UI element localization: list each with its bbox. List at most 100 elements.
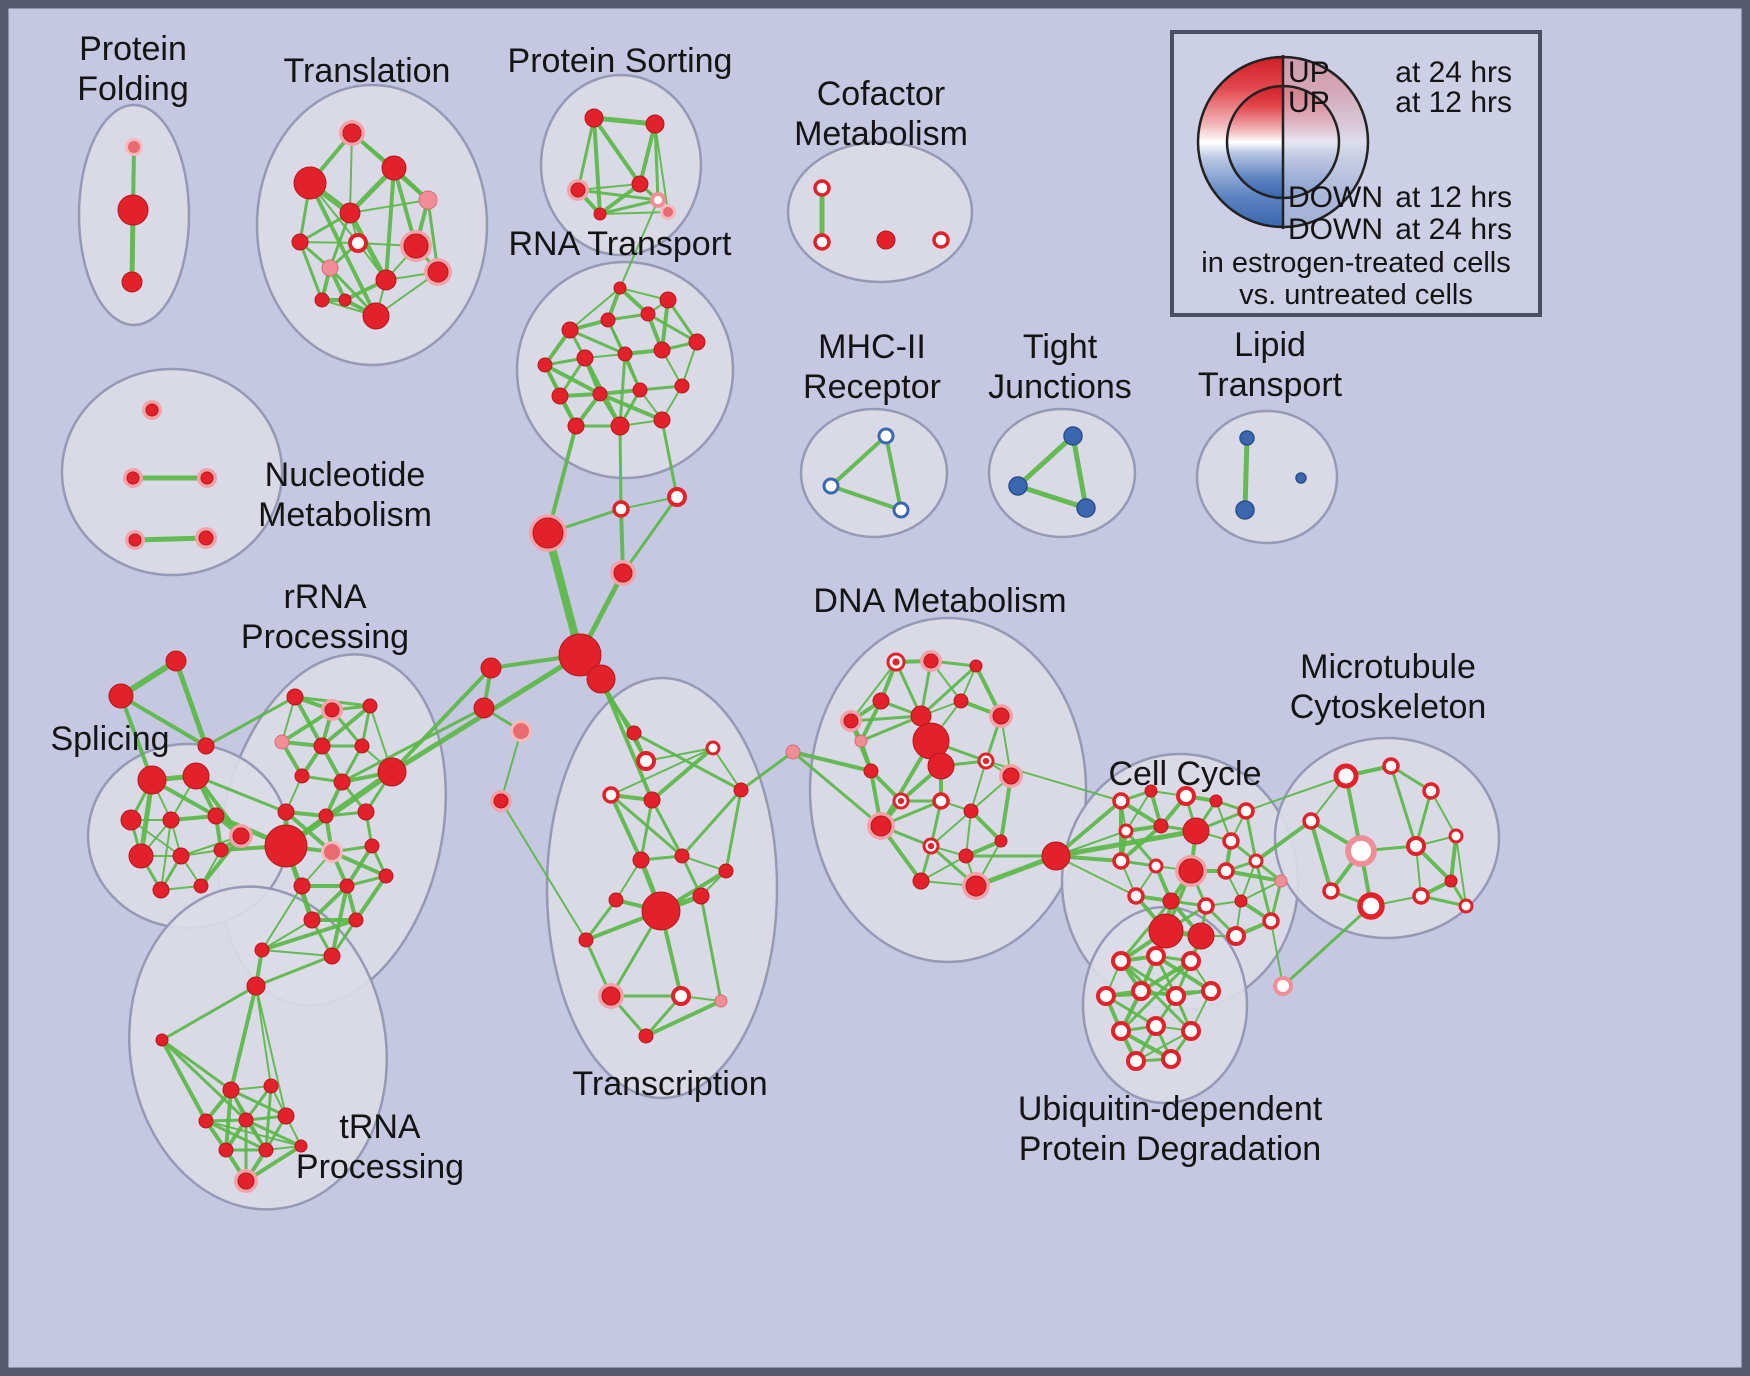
gene-node (969, 659, 983, 673)
gene-node (674, 378, 690, 394)
network-edge (349, 132, 353, 214)
gene-node (640, 306, 656, 322)
network-edge (859, 714, 923, 743)
gene-node (602, 786, 620, 804)
gene-node (863, 763, 879, 779)
network-edge (666, 298, 699, 344)
gene-node (576, 349, 594, 367)
gene-node (321, 259, 339, 277)
gene-node (274, 734, 290, 750)
network-edge (1135, 1030, 1192, 1062)
gene-node (1166, 986, 1186, 1006)
network-edge (354, 874, 388, 922)
gene-node (364, 838, 380, 854)
gene-node (277, 803, 295, 821)
network-edge (598, 198, 660, 216)
gene-node (354, 738, 370, 754)
network-edge (576, 188, 660, 202)
gene-node (592, 386, 608, 402)
network-edge (260, 918, 358, 952)
gene-node (1148, 913, 1184, 949)
network-edge (646, 312, 699, 344)
gene-node (558, 633, 602, 677)
legend-caption-line2: vs. untreated cells (1239, 279, 1473, 311)
gene-node (1127, 887, 1145, 905)
gene-node (870, 815, 892, 837)
gene-node (1178, 858, 1204, 884)
gene-node (1176, 786, 1196, 806)
legend-down-24-time: at 24 hrs (1395, 213, 1512, 246)
gene-node (246, 976, 266, 996)
network-edge (598, 392, 664, 422)
gene-node (593, 207, 607, 221)
gene-node (339, 878, 355, 894)
network-edge (340, 706, 486, 784)
network-edge (619, 199, 659, 289)
network-edge (791, 750, 883, 828)
gene-node (1041, 841, 1071, 871)
gene-node (323, 947, 341, 965)
legend-inner-circle-right (1283, 86, 1339, 198)
cluster-label-dna-metabolism: DNA Metabolism (813, 582, 1066, 620)
network-edge (639, 798, 654, 862)
network-edge (610, 747, 714, 796)
gene-node (213, 842, 229, 858)
gene-node (1076, 498, 1096, 518)
gene-node (613, 281, 627, 295)
gene-node (348, 912, 364, 928)
network-edge (261, 919, 313, 951)
cluster-label-splicing: Splicing (50, 720, 169, 758)
gene-node (601, 986, 621, 1006)
gene-node (1063, 426, 1083, 446)
gene-node (1187, 922, 1215, 950)
network-edge (1015, 433, 1076, 489)
gene-node (965, 875, 987, 897)
gene-node (493, 793, 509, 809)
gene-node (222, 1081, 240, 1099)
gene-node (718, 863, 734, 879)
gene-node (318, 808, 334, 824)
cluster-ellipse-tight-junctions (987, 407, 1137, 539)
gene-node (1111, 1021, 1131, 1041)
gene-node (277, 1107, 295, 1125)
network-edge (609, 793, 684, 858)
cluster-label-protein-sorting: Protein Sorting (508, 42, 733, 80)
cluster-label-transcription: Transcription (572, 1065, 767, 1103)
gene-node (570, 182, 586, 198)
gene-node (342, 123, 362, 143)
network-edge (569, 287, 621, 331)
gene-node (872, 692, 890, 710)
gene-node (333, 773, 351, 791)
legend-caption-line1: in estrogen-treated cells (1201, 247, 1511, 279)
gene-node (1112, 792, 1130, 810)
gene-node (643, 791, 661, 809)
network-edge (592, 116, 602, 216)
network-edge (638, 122, 657, 186)
network-edge (654, 123, 669, 213)
gene-node (293, 877, 311, 895)
gene-node (813, 233, 831, 251)
gene-node (692, 887, 710, 905)
gene-node (610, 416, 630, 436)
network-edge (1254, 819, 1313, 863)
gene-node (1146, 1016, 1166, 1036)
gene-node (155, 1033, 169, 1047)
network-edge (160, 819, 172, 891)
gene-node (785, 744, 801, 760)
network-edge (204, 695, 297, 748)
network-edge (173, 658, 209, 749)
gene-node (427, 261, 449, 283)
cluster-ellipse-cofactor-metabolism (786, 140, 974, 284)
network-edge (384, 166, 396, 282)
network-edge (884, 434, 903, 512)
network-nodes-layer (108, 108, 1474, 1193)
gene-node (927, 752, 955, 780)
gene-node (636, 751, 656, 771)
gene-node (617, 346, 633, 362)
gene-node (513, 723, 529, 739)
network-edge (500, 730, 522, 802)
gene-node (377, 757, 407, 787)
gene-node (963, 803, 979, 819)
